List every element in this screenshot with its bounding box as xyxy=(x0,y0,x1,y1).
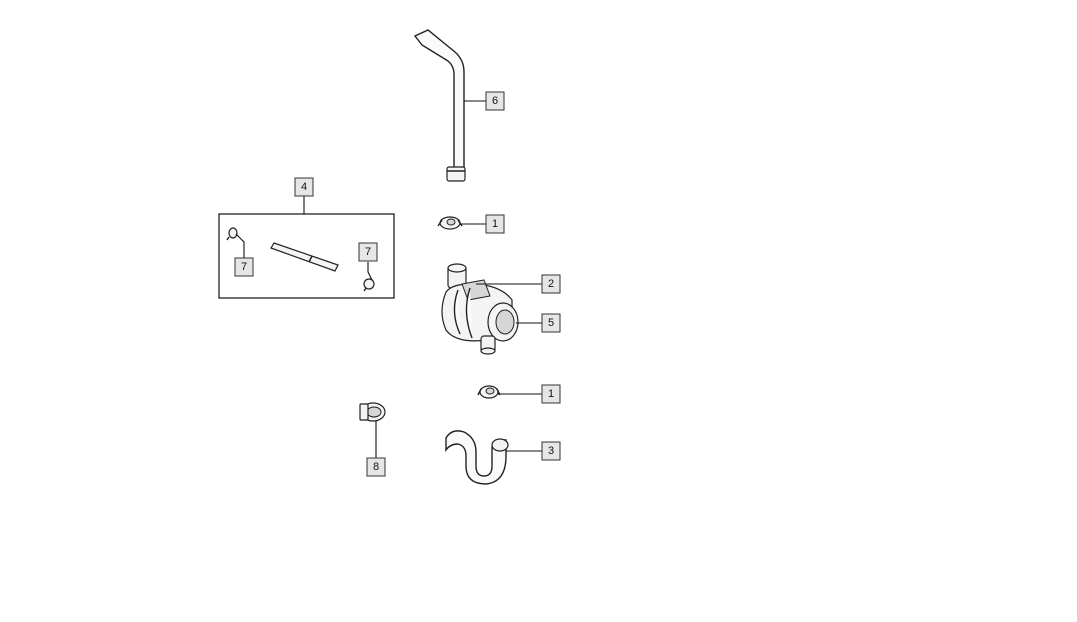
upper-tube-part xyxy=(413,29,466,182)
svg-text:2: 2 xyxy=(548,278,554,290)
lower-hose-part xyxy=(445,430,509,485)
svg-text:5: 5 xyxy=(548,317,554,329)
callout-1-lower[interactable]: 1 xyxy=(541,384,561,404)
callout-3[interactable]: 3 xyxy=(541,441,561,461)
clamp-part xyxy=(359,402,386,422)
upper-clip-part xyxy=(437,216,463,230)
svg-text:1: 1 xyxy=(492,218,498,230)
callout-2[interactable]: 2 xyxy=(541,274,561,294)
svg-text:8: 8 xyxy=(373,461,379,473)
svg-text:7: 7 xyxy=(241,261,247,273)
svg-text:7: 7 xyxy=(365,246,371,258)
leader-7-left xyxy=(235,233,245,258)
kit-clip-right-part xyxy=(363,278,375,292)
svg-text:6: 6 xyxy=(492,95,498,107)
callout-7-right[interactable]: 7 xyxy=(358,242,378,262)
leader-7-right xyxy=(367,262,373,281)
svg-text:3: 3 xyxy=(548,445,554,457)
callout-4[interactable]: 4 xyxy=(294,177,314,197)
housing-part xyxy=(441,263,519,355)
svg-text:4: 4 xyxy=(301,181,307,193)
kit-rod-part xyxy=(270,242,339,272)
callout-5[interactable]: 5 xyxy=(541,313,561,333)
kit-clip-left-part xyxy=(226,227,238,241)
callout-8[interactable]: 8 xyxy=(366,457,386,477)
callout-1-upper[interactable]: 1 xyxy=(485,214,505,234)
lower-clip-part xyxy=(477,385,501,399)
kit-frame xyxy=(218,213,395,299)
svg-text:1: 1 xyxy=(548,388,554,400)
callout-7-left[interactable]: 7 xyxy=(234,257,254,277)
callout-6[interactable]: 6 xyxy=(485,91,505,111)
